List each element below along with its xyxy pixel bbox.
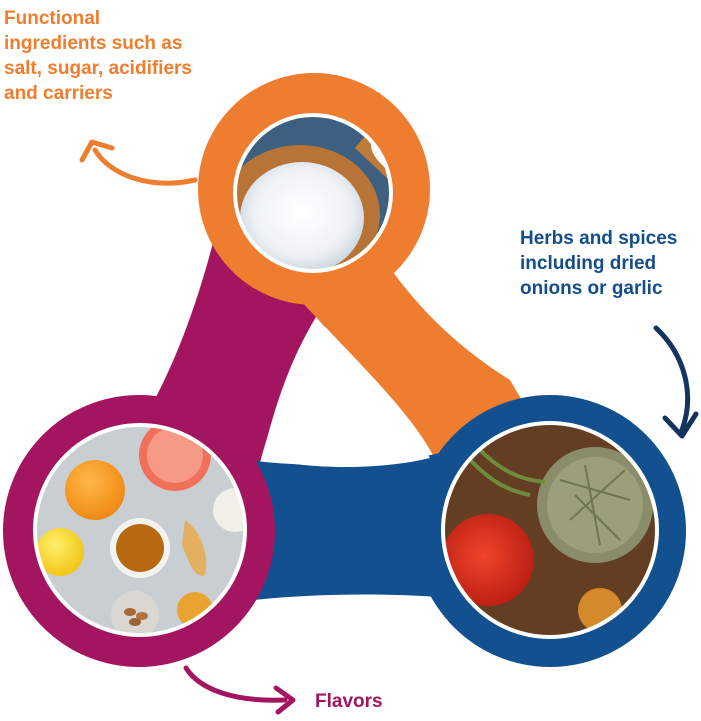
magenta-arrow-icon xyxy=(186,668,293,712)
orange-arrow-icon xyxy=(82,142,195,183)
flavors-text: Flavors xyxy=(315,689,383,714)
flavors-label: Flavors xyxy=(315,689,383,714)
herbs-line-2: including dried xyxy=(520,251,677,276)
functional-line-4: and carriers xyxy=(4,81,192,106)
functional-line-3: salt, sugar, acidifiers xyxy=(4,56,192,81)
herbs-spices-label: Herbs and spices including dried onions … xyxy=(520,226,677,301)
functional-ingredients-label: Functional ingredients such as salt, sug… xyxy=(4,6,192,106)
functional-line-1: Functional xyxy=(4,6,192,31)
herbs-line-3: onions or garlic xyxy=(520,276,677,301)
navy-arrow-icon xyxy=(656,328,696,436)
herbs-line-1: Herbs and spices xyxy=(520,226,677,251)
functional-line-2: ingredients such as xyxy=(4,31,192,56)
